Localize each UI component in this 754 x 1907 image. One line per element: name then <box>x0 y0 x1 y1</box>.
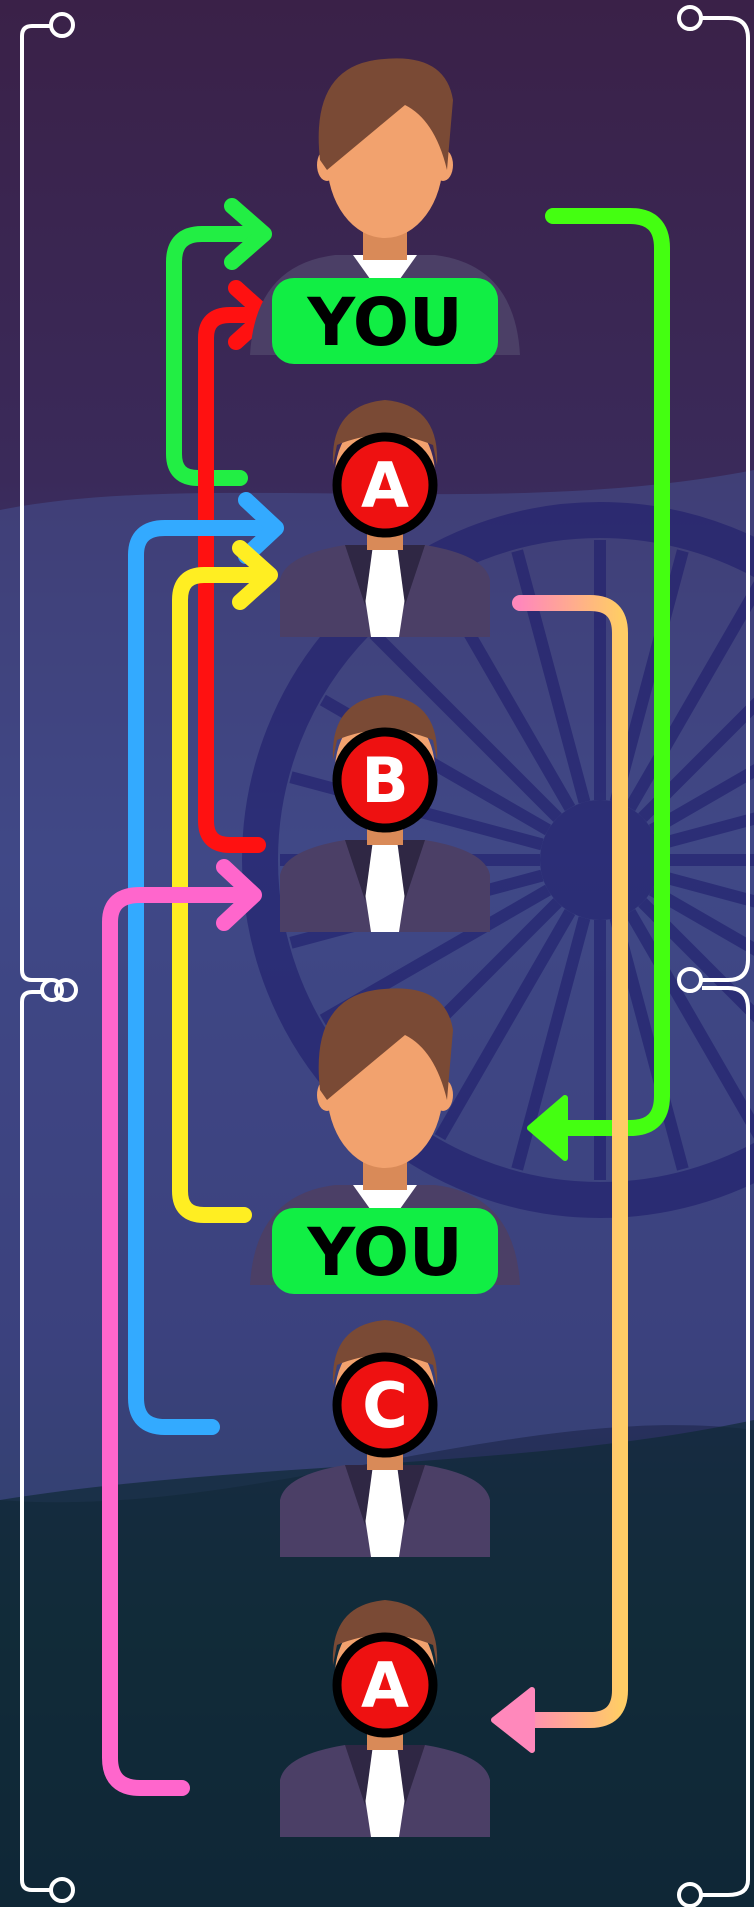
badge-letter: A <box>361 449 409 522</box>
badge-letter: B <box>361 744 408 817</box>
badge-letter: C <box>362 1369 408 1442</box>
you-label: YOU <box>306 284 462 361</box>
you-label: YOU <box>306 1214 462 1291</box>
badge-letter: A <box>361 1649 409 1722</box>
